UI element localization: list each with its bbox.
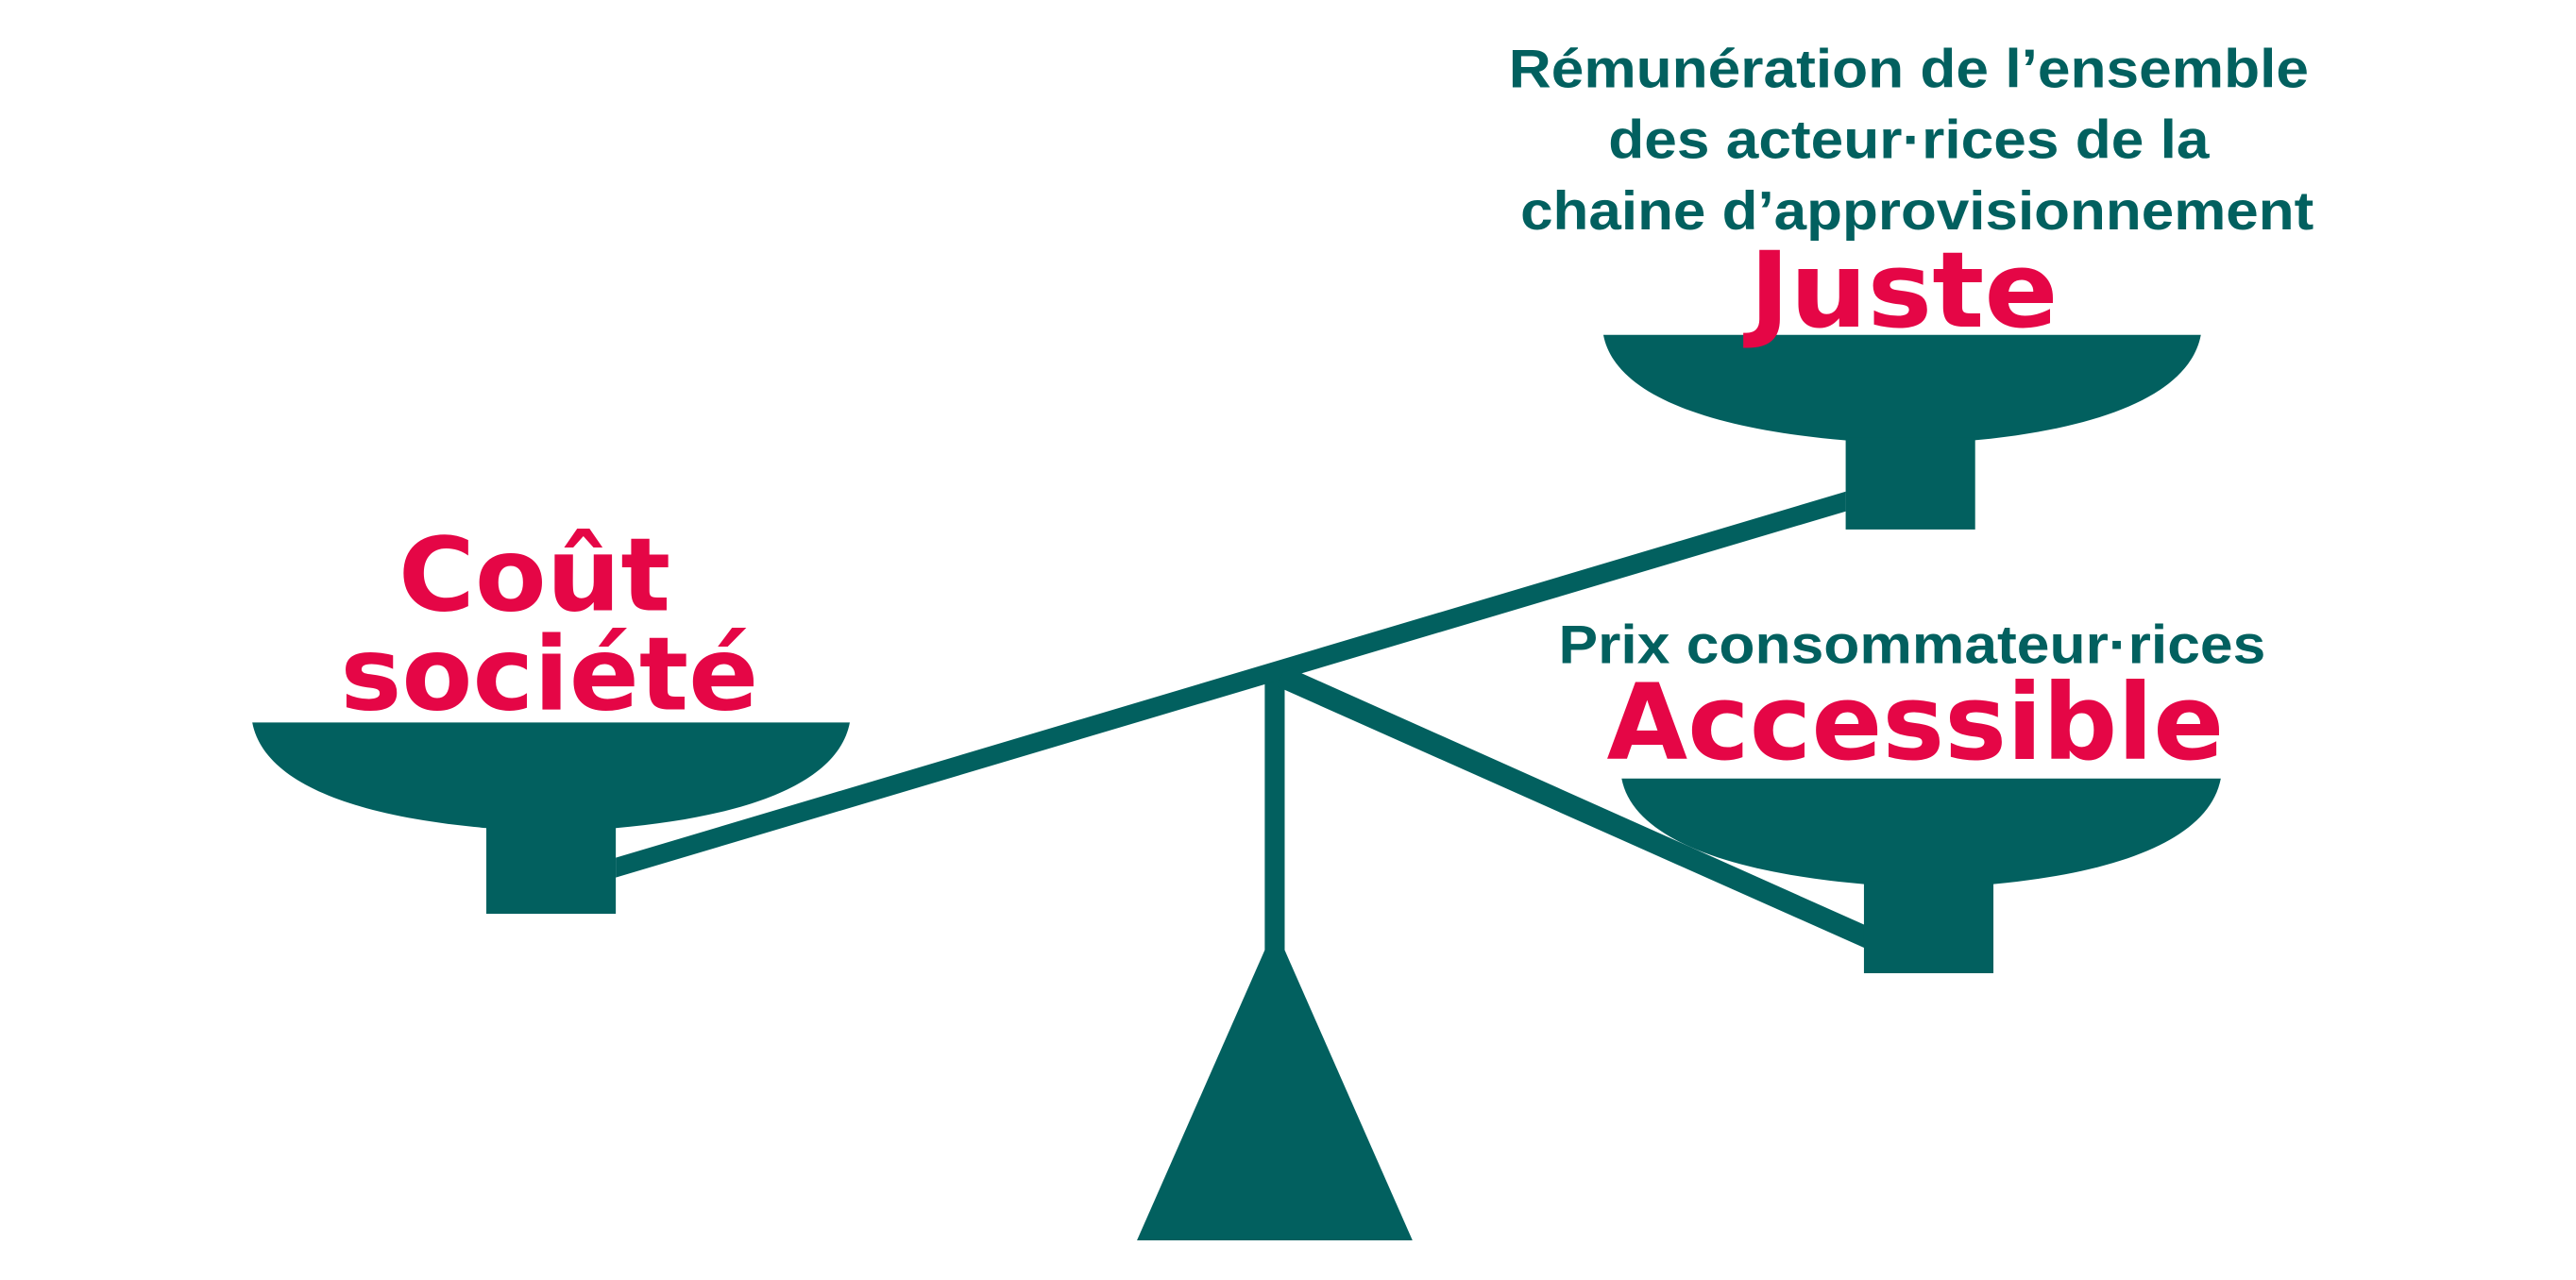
top-right-subtitle-line-2: des acteur·rices de la: [1608, 110, 2210, 171]
bottom-right-pan-stem: [1863, 881, 1994, 973]
bottom-right-pan-bowl: [1621, 778, 2221, 884]
bottom-right-pan: [1621, 778, 2221, 973]
left-pan: [252, 722, 850, 915]
left-pan-bowl: [252, 722, 850, 829]
left-pan-stem: [486, 824, 617, 915]
stand-post: [1264, 679, 1285, 954]
beam-left-to-top-right: [616, 491, 1846, 878]
top-right-pan-stem: [1845, 437, 1975, 530]
top-right-keyword: Juste: [1742, 229, 2058, 352]
scale-beams: [616, 491, 1866, 949]
bottom-right-keyword: Accessible: [1606, 662, 2224, 784]
stand-base-triangle: [1137, 950, 1413, 1241]
left-pan-keyword-line-1: Coût: [398, 515, 670, 635]
top-right-pan: [1602, 334, 2201, 530]
beam-to-bottom-right: [1276, 665, 1866, 949]
left-pan-keyword-line-2: société: [340, 615, 758, 734]
top-right-subtitle-line-1: Rémunération de l’ensemble: [1509, 40, 2309, 100]
bottom-right-subtitle: Prix consommateur·rices: [1559, 615, 2266, 676]
top-right-subtitle-line-3: chaine d’approvisionnement: [1520, 181, 2313, 242]
top-right-pan-bowl: [1602, 334, 2201, 441]
scale-stand: [1137, 679, 1413, 1241]
